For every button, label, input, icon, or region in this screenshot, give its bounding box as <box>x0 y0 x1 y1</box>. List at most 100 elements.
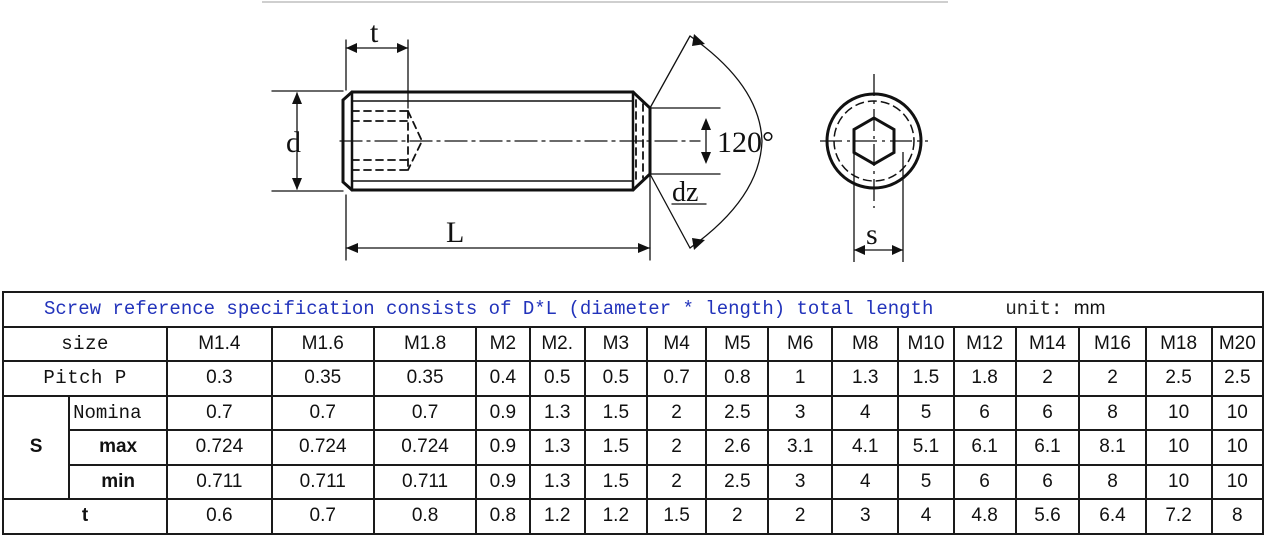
t-cell: 2 <box>705 498 770 535</box>
min-cell: 4 <box>831 463 900 500</box>
size-cell: M12 <box>952 325 1017 362</box>
max-row: max 0.724 0.724 0.724 0.9 1.3 1.5 2 2.6 … <box>3 429 1265 466</box>
unit-value: mm <box>1073 298 1106 320</box>
min-cell: 0.711 <box>270 463 375 500</box>
set-screw-drawing: t d L 120° dz s <box>262 1 948 262</box>
size-cell: M14 <box>1014 325 1081 362</box>
caption-row: Screw reference specification consists o… <box>2 291 1264 328</box>
min-cell: 1.3 <box>528 463 586 500</box>
t-row: t 0.6 0.7 0.8 0.8 1.2 1.2 1.5 2 2 3 4 4.… <box>1 498 1265 535</box>
pitch-cell: 1.5 <box>897 360 955 397</box>
pitch-cell: 0.35 <box>372 360 478 397</box>
t-cell: 5.6 <box>1014 498 1081 535</box>
max-cell: 5.1 <box>897 429 955 466</box>
nominal-cell: 2.5 <box>705 394 770 431</box>
size-cell: M1.8 <box>372 325 478 362</box>
size-cell: M8 <box>831 325 900 362</box>
t-cell: 1.2 <box>528 498 586 535</box>
max-cell: 8.1 <box>1078 429 1147 466</box>
pitch-cell: 0.5 <box>528 360 586 397</box>
nominal-cell: 10 <box>1144 394 1213 431</box>
pitch-cell: 1 <box>767 360 834 397</box>
nominal-label: Nomina <box>68 394 169 431</box>
min-label: min <box>68 463 169 500</box>
pitch-cell: 2.5 <box>1210 360 1265 397</box>
min-cell: 0.9 <box>475 463 531 500</box>
screw-end-view <box>820 74 928 262</box>
nominal-cell: 3 <box>767 394 834 431</box>
pitch-row: Pitch P 0.3 0.35 0.35 0.4 0.5 0.5 0.7 0.… <box>1 360 1265 397</box>
size-cell: M2. <box>528 325 586 362</box>
pitch-cell: 0.3 <box>166 360 273 397</box>
spec-table: Screw reference specification consists o… <box>1 291 1265 535</box>
size-cell: M1.6 <box>270 325 375 362</box>
t-cell: 4.8 <box>952 498 1017 535</box>
t-cell: 3 <box>831 498 900 535</box>
t-cell: 0.7 <box>270 498 375 535</box>
t-cell: 6.4 <box>1078 498 1147 535</box>
nominal-cell: 6 <box>1014 394 1081 431</box>
pitch-cell: 1.8 <box>952 360 1017 397</box>
max-cell: 0.724 <box>270 429 375 466</box>
size-cell: M20 <box>1210 325 1265 362</box>
max-cell: 6.1 <box>952 429 1017 466</box>
nominal-cell: 8 <box>1078 394 1147 431</box>
label-dz: dz <box>672 177 698 208</box>
min-cell: 5 <box>897 463 955 500</box>
min-cell: 2 <box>645 463 708 500</box>
pitch-cell: 1.3 <box>831 360 900 397</box>
size-cell: M16 <box>1078 325 1147 362</box>
t-cell: 0.8 <box>475 498 531 535</box>
t-cell: 1.2 <box>583 498 648 535</box>
label-120-degrees: 120° <box>717 126 774 159</box>
pitch-cell: 2 <box>1014 360 1081 397</box>
min-cell: 3 <box>767 463 834 500</box>
max-cell: 3.1 <box>767 429 834 466</box>
nominal-cell: 6 <box>952 394 1017 431</box>
size-cell: M10 <box>897 325 955 362</box>
pitch-cell: 0.7 <box>645 360 708 397</box>
t-cell: 1.5 <box>645 498 708 535</box>
label-L: L <box>446 216 464 249</box>
size-cell: M2 <box>475 325 531 362</box>
size-cell: M5 <box>705 325 770 362</box>
max-cell: 10 <box>1210 429 1265 466</box>
nominal-cell: 0.9 <box>475 394 531 431</box>
pitch-cell: 0.4 <box>475 360 531 397</box>
max-cell: 1.3 <box>528 429 586 466</box>
max-cell: 6.1 <box>1014 429 1081 466</box>
min-cell: 6 <box>1014 463 1081 500</box>
min-cell: 6 <box>952 463 1017 500</box>
nominal-cell: 0.7 <box>166 394 273 431</box>
pitch-cell: 2 <box>1078 360 1147 397</box>
label-t: t <box>370 16 379 49</box>
t-cell: 4 <box>897 498 955 535</box>
max-cell: 0.724 <box>372 429 478 466</box>
size-row: size M1.4 M1.6 M1.8 M2 M2. M3 M4 M5 M6 M… <box>1 325 1265 362</box>
min-cell: 1.5 <box>583 463 648 500</box>
t-cell: 0.6 <box>166 498 273 535</box>
label-s: s <box>866 218 878 251</box>
size-cell: M4 <box>645 325 708 362</box>
t-cell: 0.8 <box>372 498 478 535</box>
label-d: d <box>286 126 301 159</box>
nominal-cell: 1.5 <box>583 394 648 431</box>
t-label: t <box>1 498 169 535</box>
size-cell: M1.4 <box>166 325 273 362</box>
nominal-cell: 2 <box>645 394 708 431</box>
caption-text: Screw reference specification consists o… <box>44 298 934 321</box>
max-cell: 2 <box>645 429 708 466</box>
t-cell: 7.2 <box>1144 498 1213 535</box>
s-label: S <box>1 394 71 500</box>
max-label: max <box>68 429 169 466</box>
t-cell: 8 <box>1210 498 1265 535</box>
screw-side-view <box>271 34 763 261</box>
max-cell: 2.6 <box>705 429 770 466</box>
max-cell: 1.5 <box>583 429 648 466</box>
min-cell: 0.711 <box>372 463 478 500</box>
pitch-cell: 0.5 <box>583 360 648 397</box>
max-cell: 0.9 <box>475 429 531 466</box>
min-cell: 10 <box>1144 463 1213 500</box>
t-cell: 2 <box>767 498 834 535</box>
size-cell: M6 <box>767 325 834 362</box>
